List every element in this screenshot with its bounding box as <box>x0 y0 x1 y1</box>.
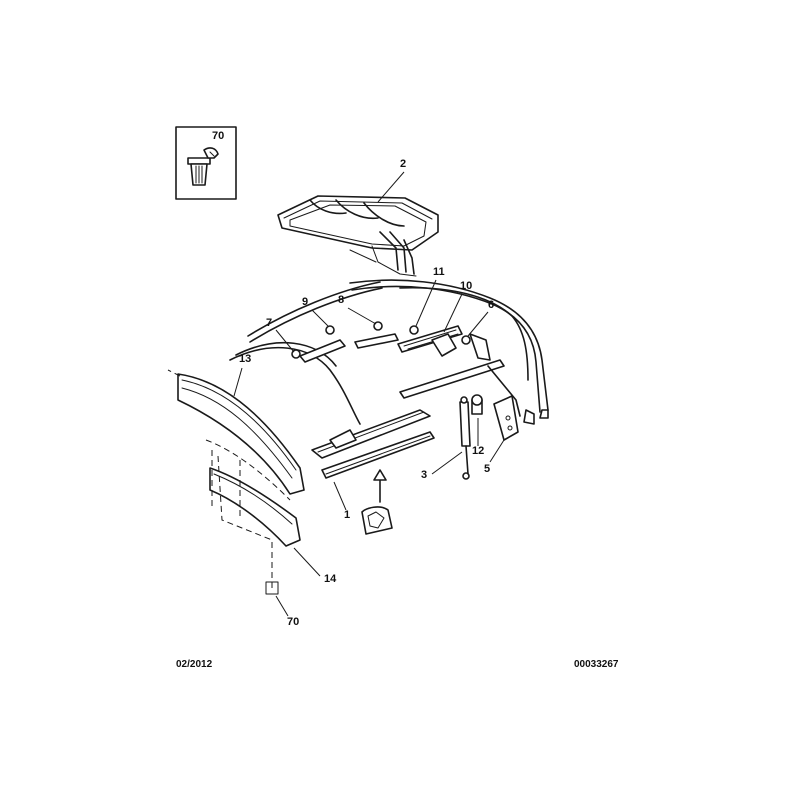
leader-3 <box>431 451 463 475</box>
callout-12: 12 <box>472 445 484 457</box>
leader-7 <box>275 329 295 353</box>
leader-11 <box>415 279 437 327</box>
callout-13: 13 <box>239 353 251 365</box>
leader-6 <box>467 311 489 337</box>
front-header-part <box>167 369 305 495</box>
callout-5: 5 <box>484 463 490 475</box>
section-detail <box>361 469 393 535</box>
leader-1 <box>333 481 347 511</box>
gas-strut-part <box>459 396 471 480</box>
roof-panel-part <box>277 195 439 277</box>
leader-70-bottom <box>275 595 289 617</box>
callout-3: 3 <box>421 469 427 481</box>
callout-2: 2 <box>400 158 406 170</box>
side-rail-part <box>311 409 435 479</box>
leader-14 <box>293 547 321 577</box>
footer-reference: 00033267 <box>574 659 619 670</box>
callout-10: 10 <box>460 280 472 292</box>
leader-5 <box>489 439 505 463</box>
callout-7: 7 <box>266 317 272 329</box>
leader-2 <box>377 171 405 203</box>
callout-14: 14 <box>324 573 337 585</box>
seal-trim-part <box>205 439 301 595</box>
bolt-part <box>471 394 483 415</box>
callout-70-inset: 70 <box>212 130 224 142</box>
crossbar-part <box>399 359 521 441</box>
callout-70-bottom: 70 <box>287 616 299 628</box>
callout-1: 1 <box>344 509 350 521</box>
callout-11: 11 <box>433 266 445 278</box>
clip-fastener-icon <box>187 147 219 186</box>
footer-date: 02/2012 <box>176 659 213 670</box>
inset-clip-box: 70 <box>175 126 237 200</box>
callout-6: 6 <box>488 299 494 311</box>
callout-9: 9 <box>302 296 308 308</box>
rear-frame-part <box>229 279 549 425</box>
callout-8: 8 <box>338 294 344 306</box>
leader-10 <box>443 293 463 333</box>
hinge-linkage-part <box>291 321 491 363</box>
leader-9 <box>311 309 329 327</box>
leader-13 <box>233 367 243 397</box>
leader-8 <box>347 307 377 325</box>
